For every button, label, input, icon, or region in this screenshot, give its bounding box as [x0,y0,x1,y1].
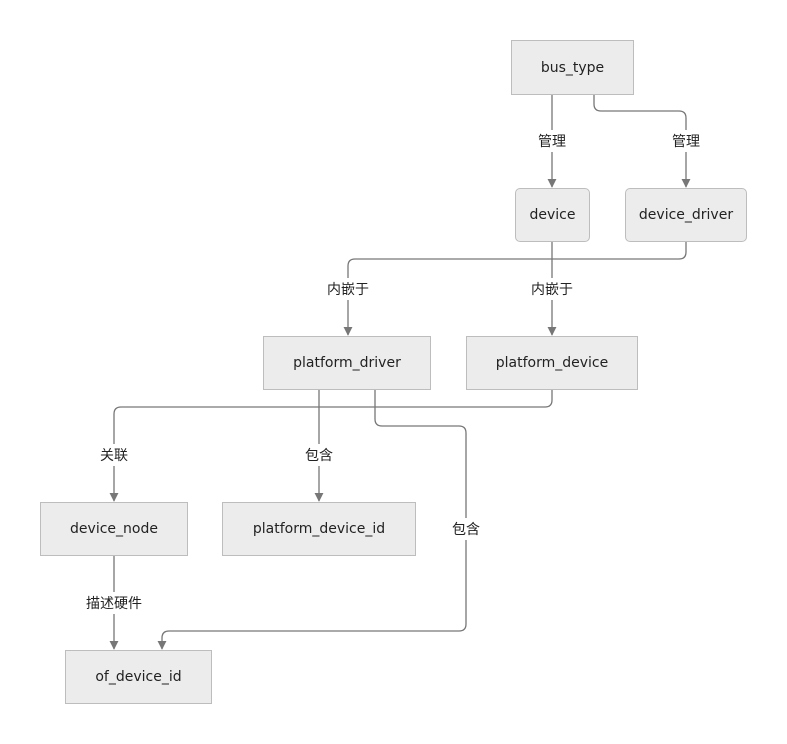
node-device[interactable]: device [515,188,590,242]
node-of-device-id[interactable]: of_device_id [65,650,212,704]
edge-label-contains-platform-device-id: 包含 [303,444,335,466]
node-device-driver[interactable]: device_driver [625,188,747,242]
edge-platform-device-to-device-node [109,390,553,502]
node-platform-device-id[interactable]: platform_device_id [222,502,416,556]
edge-label-embedded-platform-device: 内嵌于 [529,278,575,300]
node-bus-type[interactable]: bus_type [511,40,634,95]
edge-label-manage-device-driver: 管理 [670,130,702,152]
edge-label-embedded-platform-driver: 内嵌于 [325,278,371,300]
edge-label-associate: 关联 [98,444,130,466]
edge-bus-type-to-device-driver [593,95,691,188]
edge-device-driver-to-platform-driver [343,242,687,336]
edge-label-contains-of-device-id: 包含 [450,518,482,540]
node-platform-device[interactable]: platform_device [466,336,638,390]
node-device-node[interactable]: device_node [40,502,188,556]
edge-label-manage-device: 管理 [536,130,568,152]
node-platform-driver[interactable]: platform_driver [263,336,431,390]
edge-label-describe-hardware: 描述硬件 [84,592,144,614]
